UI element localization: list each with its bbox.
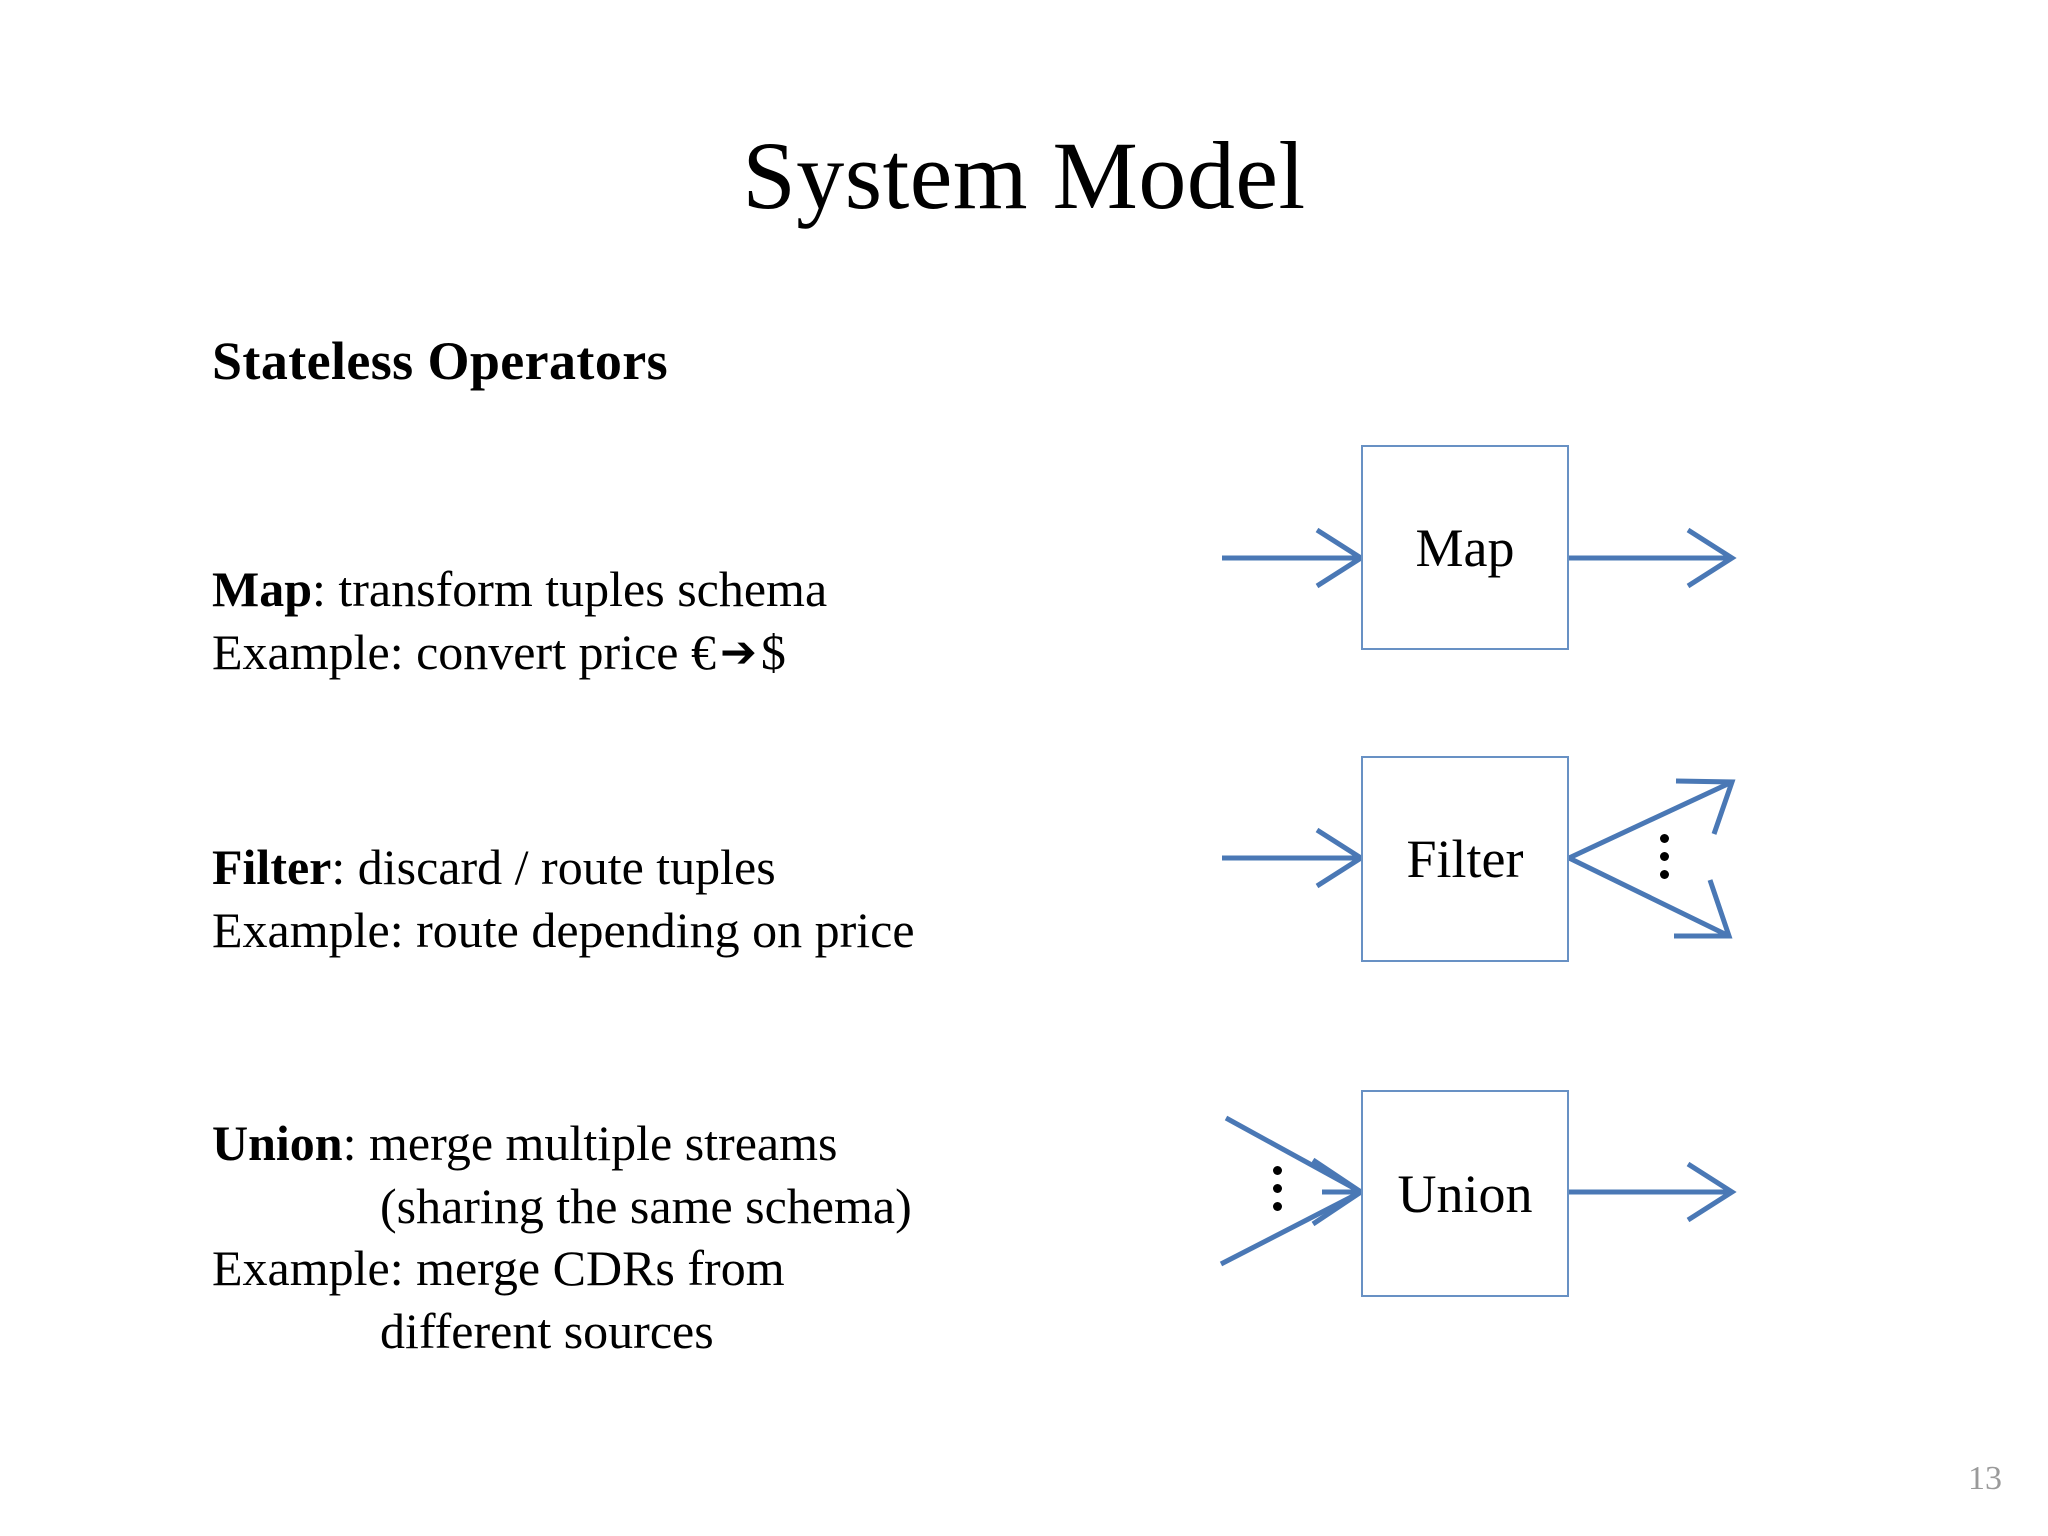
- filter-output-arrow-up-head: [1675, 778, 1736, 835]
- map-input-arrowhead: [1315, 527, 1366, 589]
- ellipsis-dot: [1272, 1166, 1282, 1175]
- filter-term: Filter: [212, 839, 332, 895]
- section-heading: Stateless Operators: [212, 331, 669, 391]
- filter-output-arrow-up-line: [1567, 779, 1734, 861]
- map-output-arrowhead: [1686, 527, 1737, 589]
- filter-definition-rest: : discard / route tuples: [331, 839, 776, 895]
- map-example-line: Example: convert price €➔$: [212, 621, 827, 684]
- operator-box-label-map: Map: [1415, 517, 1515, 578]
- operator-box-label-filter: Filter: [1406, 829, 1524, 889]
- ellipsis-dot: [1659, 852, 1669, 861]
- right-arrow-icon: ➔: [719, 626, 757, 678]
- operator-text-union: Union: merge multiple streams (sharing t…: [212, 1112, 912, 1362]
- map-definition-line: Map: transform tuples schema: [212, 558, 827, 621]
- union-input-arrowhead: [1311, 1157, 1366, 1227]
- filter-input-arrowhead: [1315, 827, 1366, 889]
- union-example-line2: different sources: [380, 1302, 714, 1359]
- union-term: Union: [212, 1115, 343, 1171]
- operator-box-filter[interactable]: Filter: [1361, 756, 1569, 962]
- union-output-arrowhead: [1686, 1161, 1737, 1223]
- filter-output-ellipsis-icon: [1652, 834, 1676, 879]
- euro-symbol: €: [690, 623, 716, 680]
- ellipsis-dot: [1659, 870, 1669, 879]
- filter-example-line: Example: route depending on price: [212, 901, 915, 958]
- dollar-symbol: $: [760, 623, 786, 680]
- filter-definition-line: Filter: discard / route tuples: [212, 836, 915, 899]
- operator-box-label-union: Union: [1397, 1163, 1533, 1224]
- page-number: 13: [1968, 1460, 2002, 1497]
- page-title: System Model: [742, 122, 1306, 229]
- union-input-arrow-upper-line: [1224, 1115, 1363, 1195]
- filter-output-arrow-down-head: [1674, 879, 1733, 939]
- union-definition-rest: : merge multiple streams: [342, 1115, 838, 1171]
- filter-output-arrow-down-line: [1567, 855, 1731, 939]
- ellipsis-dot: [1272, 1184, 1282, 1193]
- map-example-prefix: Example: convert price: [212, 623, 691, 680]
- union-example-line: Example: merge CDRs from: [212, 1240, 785, 1296]
- operator-text-map: Map: transform tuples schema Example: co…: [212, 558, 827, 683]
- operator-text-filter: Filter: discard / route tuples Example: …: [212, 836, 915, 961]
- operator-box-map[interactable]: Map: [1361, 445, 1569, 650]
- union-definition-line: Union: merge multiple streams: [212, 1112, 912, 1175]
- ellipsis-dot: [1272, 1202, 1282, 1211]
- map-definition-rest: : transform tuples schema: [312, 561, 828, 617]
- map-term: Map: [212, 561, 312, 617]
- union-input-arrow-lower-line: [1219, 1189, 1363, 1267]
- union-input-ellipsis-icon: [1265, 1166, 1289, 1211]
- union-definition-line2: (sharing the same schema): [380, 1177, 912, 1234]
- operator-box-union[interactable]: Union: [1361, 1090, 1569, 1297]
- ellipsis-dot: [1659, 834, 1669, 843]
